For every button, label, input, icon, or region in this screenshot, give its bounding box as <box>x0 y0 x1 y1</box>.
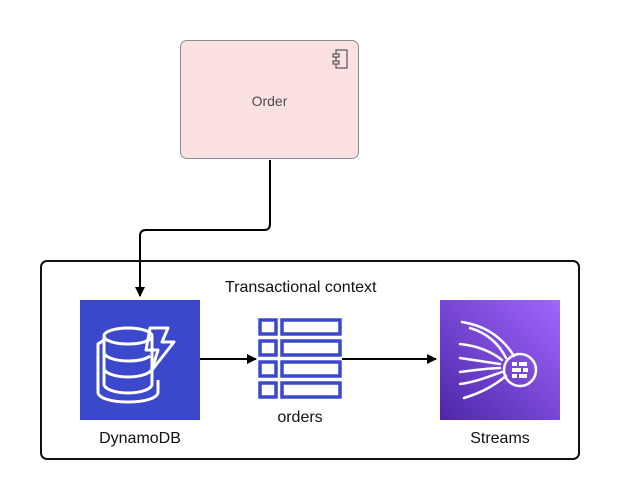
queue-items-icon <box>258 318 342 399</box>
dynamodb-label: DynamoDB <box>99 430 181 447</box>
transactional-context-boundary <box>40 260 580 460</box>
streams-label: Streams <box>470 430 530 447</box>
streams-node[interactable] <box>440 300 560 420</box>
uml-component-icon <box>332 49 348 69</box>
context-label: Transactional context <box>225 279 377 296</box>
orders-label: orders <box>277 409 323 426</box>
kinesis-streams-icon <box>458 320 538 400</box>
order-label: Order <box>251 93 288 109</box>
edge-order-to-dynamodb <box>135 160 271 297</box>
dynamodb-node[interactable] <box>80 300 200 420</box>
dynamodb-icon <box>96 326 176 404</box>
order-component[interactable]: Order <box>180 40 359 159</box>
